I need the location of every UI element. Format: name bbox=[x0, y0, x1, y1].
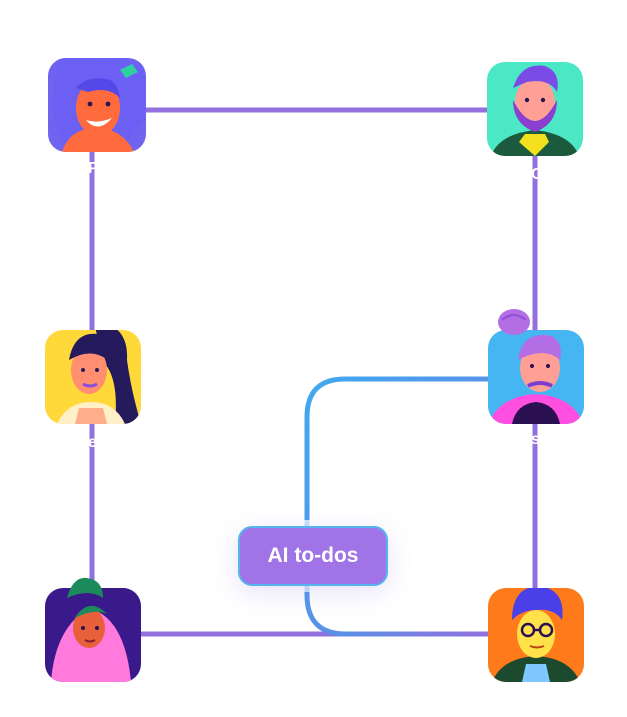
head-scarf-icon bbox=[67, 577, 103, 598]
avatar-top-left bbox=[48, 58, 146, 152]
name-tag-top-right: C bbox=[531, 166, 543, 183]
name-tag-top-left: P bbox=[88, 160, 99, 177]
name-tag-mid-right: s bbox=[531, 431, 540, 448]
avatar-bottom-left bbox=[45, 577, 141, 682]
ai-todos-label: AI to-dos bbox=[267, 544, 359, 567]
name-tag-mid-left: e bbox=[88, 434, 97, 451]
ai-todos-node[interactable]: AI to-dos bbox=[238, 526, 388, 586]
avatar-mid-left bbox=[45, 330, 141, 424]
hair-bun-icon bbox=[498, 309, 530, 335]
avatar-top-right bbox=[487, 62, 583, 156]
avatar-mid-right bbox=[488, 309, 584, 424]
avatar-bottom-right bbox=[488, 588, 584, 682]
connector-curve-to-center bbox=[304, 376, 493, 637]
